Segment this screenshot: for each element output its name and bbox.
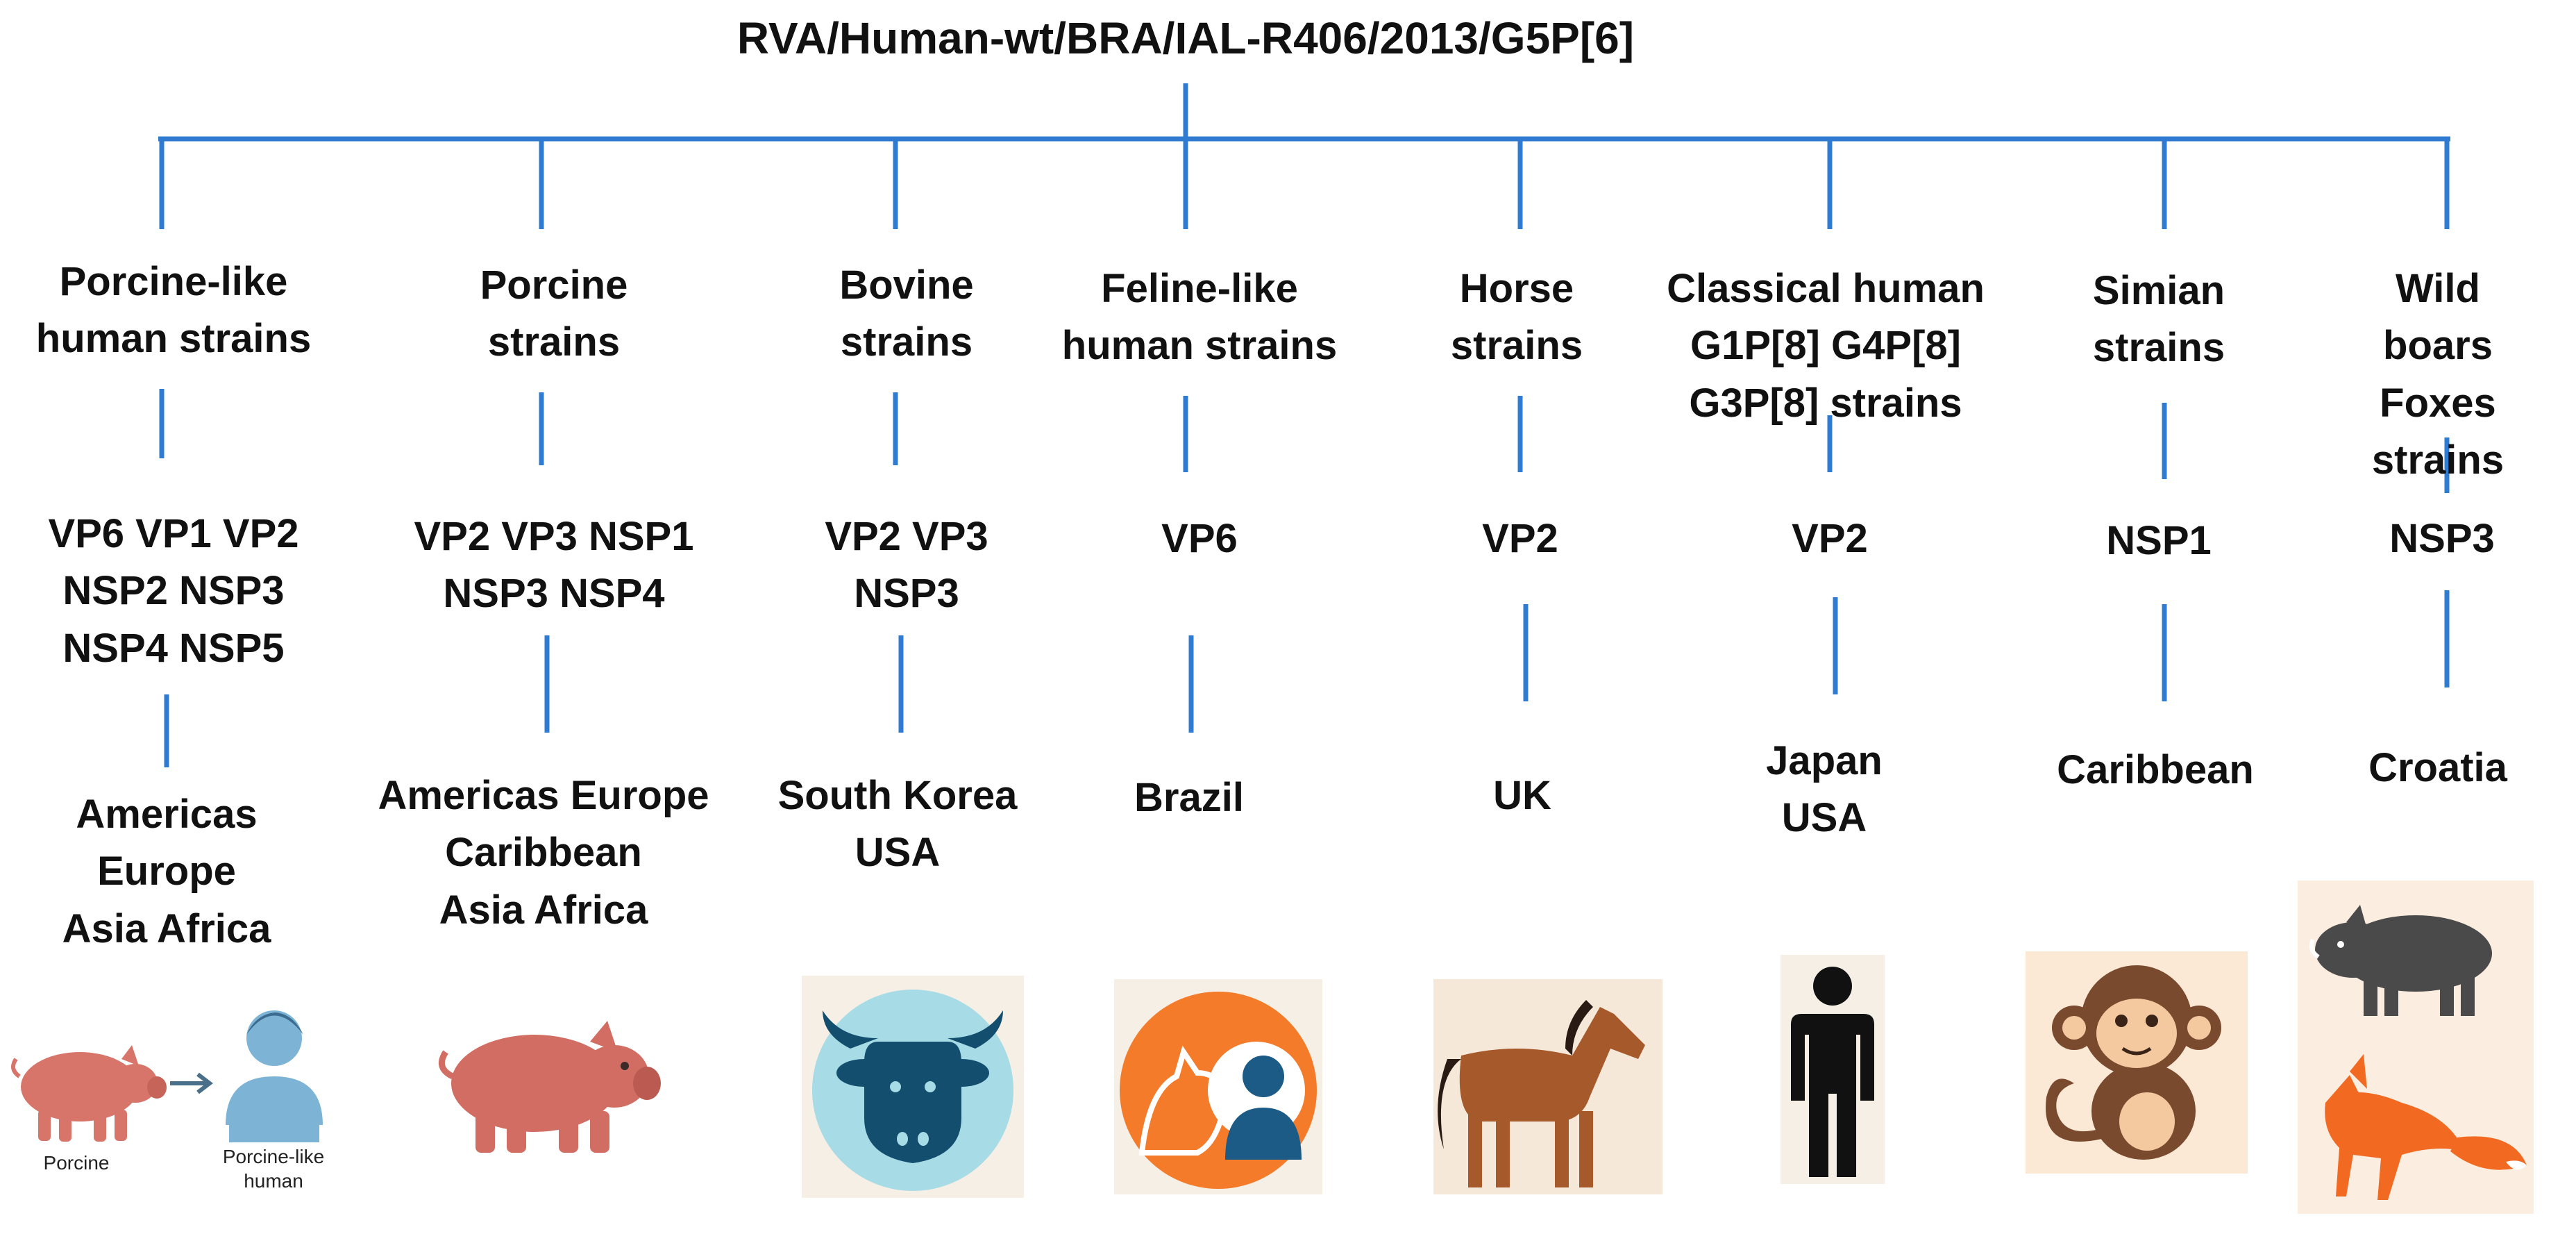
gene-list-4: VP6 [1161,516,1238,561]
region-list-2: Americas Europe Caribbean Asia Africa [378,773,709,933]
strain-label-1: Porcine-like human strains [35,259,312,362]
region-list-7: Caribbean [2057,747,2254,792]
strain-label-5: Horse strains [1450,266,1583,369]
root-strain-label: RVA/Human-wt/BRA/IAL-R406/2013/G5P[6] [736,13,1635,63]
region-list-3: South Korea USA [777,773,1018,876]
gene-list-1: VP6 VP1 VP2 NSP2 NSP3 NSP4 NSP5 [48,511,299,671]
pig-to-human-icon [11,1010,323,1142]
pig-icon [438,1021,661,1153]
region-list-1: Americas Europe Asia Africa [62,792,271,951]
strain-label-7: Simian strains [2092,268,2225,371]
cow-icon [802,976,1024,1198]
strain-label-6: Classical human G1P[8] G4P[8] G3P[8] str… [1667,266,1985,426]
gene-list-7: NSP1 [2106,518,2212,563]
region-list-5: UK [1493,773,1551,818]
monkey-icon [2026,951,2248,1174]
human-icon [1781,955,1885,1184]
gene-list-6: VP2 [1792,516,1868,561]
strain-label-8: Wild boars Foxes strains [2371,266,2505,483]
gene-list-2: VP2 VP3 NSP1 NSP3 NSP4 [414,514,694,617]
strain-label-3: Bovine strains [839,262,974,365]
strain-label-4: Feline-like human strains [1061,266,1338,369]
region-list-4: Brazil [1134,775,1244,820]
horse-icon [1433,979,1662,1194]
cat-human-icon [1114,979,1322,1194]
gene-list-5: VP2 [1482,516,1558,561]
gene-list-3: VP2 VP3 NSP3 [825,514,988,617]
gene-list-8: NSP3 [2389,516,2495,561]
porcine-caption: Porcine [43,1152,110,1174]
region-list-8: Croatia [2368,745,2507,790]
porcine-like-human-caption: Porcine-like human [222,1146,325,1192]
boar-fox-icon [2298,881,2534,1214]
region-list-6: Japan USA [1766,738,1883,841]
strain-label-2: Porcine strains [480,262,628,365]
